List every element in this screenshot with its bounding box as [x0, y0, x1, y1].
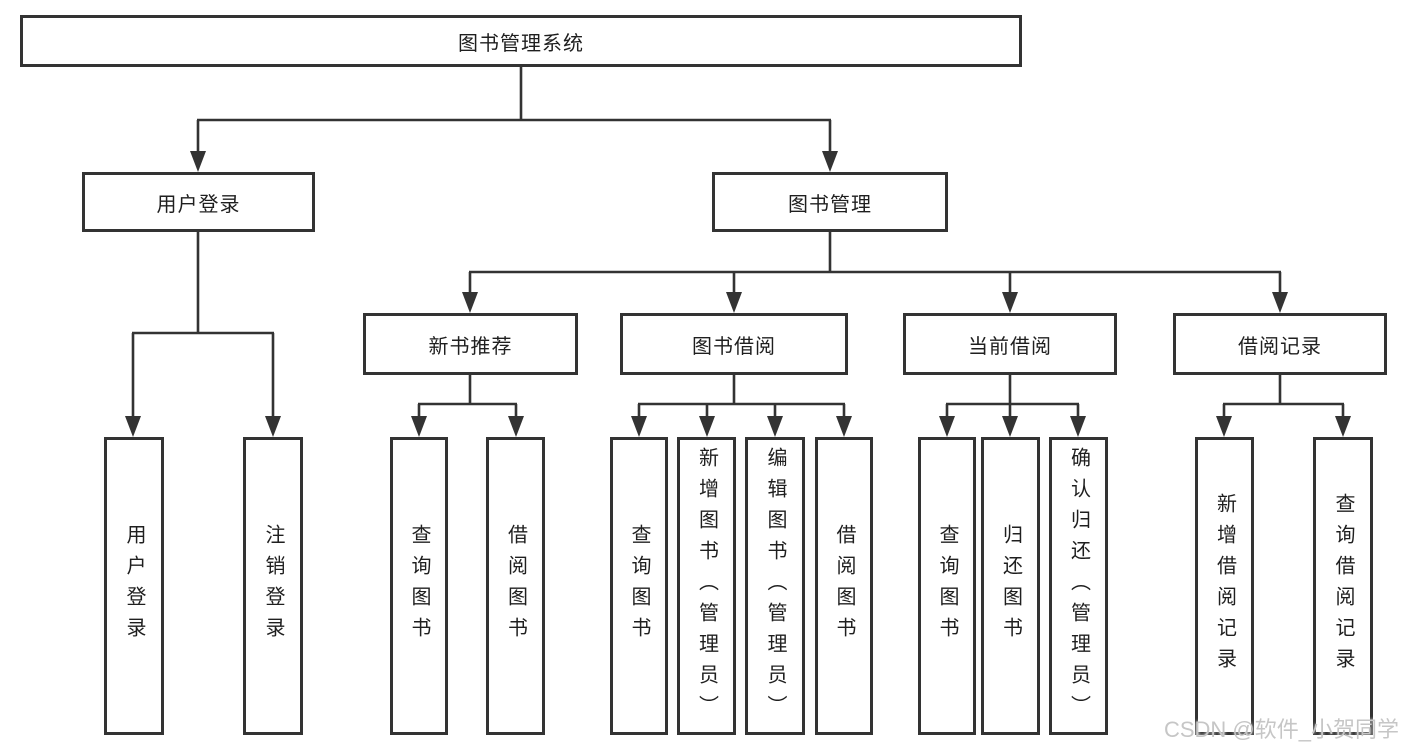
node-book-management: 图书管理: [712, 172, 948, 232]
leaf-query-books-recommend-label: 查询图书: [408, 524, 430, 648]
leaf-query-books-current: 查询图书: [918, 437, 976, 735]
leaf-add-books-admin-label: 新增图书（管理员）: [695, 446, 718, 726]
node-new-book-recommend: 新书推荐: [363, 313, 578, 375]
leaf-edit-books-admin-label: 编辑图书（管理员）: [764, 446, 786, 726]
node-book-borrowing: 图书借阅: [620, 313, 848, 375]
leaf-add-borrow-record: 新增借阅记录: [1195, 437, 1254, 735]
leaf-edit-books-admin: 编辑图书（管理员）: [745, 437, 805, 735]
leaf-logout: 注销登录: [243, 437, 303, 735]
node-book-management-label: 图书管理: [788, 193, 872, 216]
tree-edge-arrowheads: [125, 151, 1351, 437]
leaf-confirm-return-admin-label: 确认归还（管理员）: [1067, 446, 1090, 726]
leaf-user-login-label: 用户登录: [123, 524, 145, 648]
leaf-query-books-recommend: 查询图书: [390, 437, 448, 735]
node-library-management-system-label: 图书管理系统: [458, 32, 584, 55]
watermark: CSDN @软件_小贺同学: [1163, 717, 1399, 742]
node-user-login-label: 用户登录: [156, 193, 241, 216]
leaf-add-books-admin: 新增图书（管理员）: [677, 437, 736, 735]
node-library-management-system: 图书管理系统: [20, 15, 1022, 67]
node-current-borrowing: 当前借阅: [903, 313, 1117, 375]
leaf-borrow-books-recommend: 借阅图书: [486, 437, 545, 735]
node-current-borrowing-label: 当前借阅: [968, 335, 1052, 358]
tree-edge-lines: [131, 66, 1345, 421]
leaf-query-borrow-record: 查询借阅记录: [1313, 437, 1373, 735]
node-user-login: 用户登录: [82, 172, 315, 232]
leaf-return-books-label: 归还图书: [999, 524, 1022, 648]
leaf-add-borrow-record-label: 新增借阅记录: [1213, 493, 1236, 679]
leaf-borrow-books-borrowing: 借阅图书: [815, 437, 873, 735]
leaf-borrow-books-recommend-label: 借阅图书: [504, 524, 527, 648]
leaf-borrow-books-borrowing-label: 借阅图书: [833, 524, 855, 648]
leaf-query-books-current-label: 查询图书: [936, 524, 958, 648]
node-new-book-recommend-label: 新书推荐: [428, 335, 513, 358]
node-borrowing-records: 借阅记录: [1173, 313, 1387, 375]
leaf-confirm-return-admin: 确认归还（管理员）: [1049, 437, 1108, 735]
leaf-query-books-borrowing-label: 查询图书: [628, 524, 650, 648]
leaf-return-books: 归还图书: [981, 437, 1040, 735]
leaf-logout-label: 注销登录: [262, 524, 284, 648]
leaf-query-borrow-record-label: 查询借阅记录: [1332, 493, 1354, 679]
node-book-borrowing-label: 图书借阅: [692, 335, 776, 358]
node-borrowing-records-label: 借阅记录: [1238, 335, 1322, 358]
leaf-user-login: 用户登录: [104, 437, 164, 735]
leaf-query-books-borrowing: 查询图书: [610, 437, 668, 735]
